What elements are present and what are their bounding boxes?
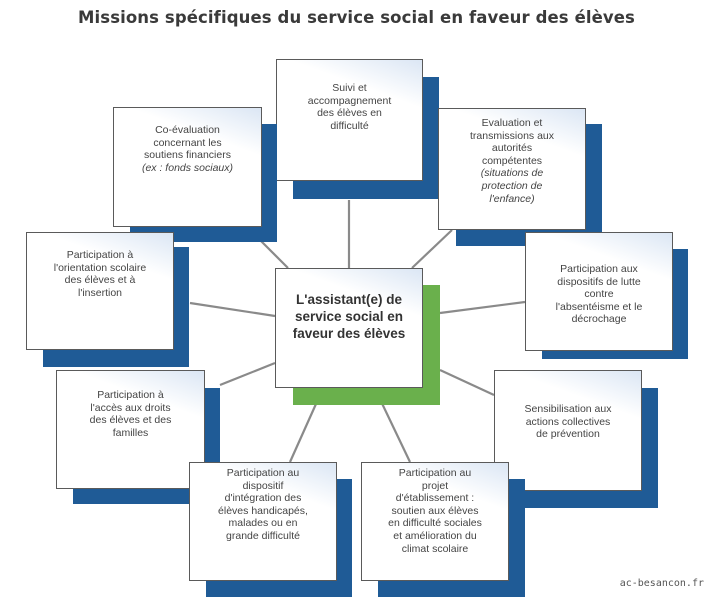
mission-text-italic: l'enfance) xyxy=(489,192,535,205)
mission-text: d'intégration des xyxy=(224,492,302,505)
mission-text: Participation à xyxy=(97,389,164,401)
mission-text: Co-évaluation xyxy=(155,124,220,136)
connector-evaluation xyxy=(411,229,453,269)
diagram-title: Missions spécifiques du service social e… xyxy=(78,8,635,27)
mission-text: et amélioration du xyxy=(393,529,477,542)
mission-box-evaluation: Evaluation et transmissions aux autorité… xyxy=(438,108,586,230)
mission-text: dispositifs de lutte xyxy=(557,275,641,288)
mission-text: Sensibilisation aux xyxy=(524,403,612,415)
mission-text: soutien aux élèves xyxy=(391,504,479,517)
mission-text: transmissions aux xyxy=(469,129,555,142)
mission-box-sensibilisation: Sensibilisation aux actions collectives … xyxy=(494,370,642,491)
mission-text: l'orientation scolaire xyxy=(53,261,147,274)
mission-text: d'établissement : xyxy=(395,492,475,505)
source-credit: ac-besancon.fr xyxy=(619,578,704,589)
mission-text: de prévention xyxy=(536,428,600,441)
center-text: service social en xyxy=(294,309,404,324)
mission-text: élèves handicapés, xyxy=(218,504,308,517)
mission-text: climat scolaire xyxy=(401,542,469,555)
mission-text: difficulté xyxy=(330,119,369,132)
mission-text: Participation au xyxy=(226,467,300,479)
mission-text: dispositif xyxy=(242,479,284,492)
mission-box-projet: Participation au projet d'établissement … xyxy=(361,462,509,581)
connector-projet xyxy=(377,394,411,463)
mission-text: Suivi et xyxy=(332,82,367,94)
center-text: L'assistant(e) de xyxy=(296,292,402,307)
mission-text: soutiens financiers xyxy=(144,149,231,162)
mission-text: des élèves en xyxy=(317,107,382,120)
connector-orientation xyxy=(189,301,276,318)
mission-text: Participation au xyxy=(398,467,472,479)
mission-text: contre xyxy=(584,288,614,301)
mission-text: grande difficulté xyxy=(226,529,300,542)
mission-text: familles xyxy=(112,426,149,439)
mission-text: projet xyxy=(421,479,449,492)
mission-text: en difficulté sociales xyxy=(388,517,482,530)
mission-box-suivi: Suivi et accompagnement des élèves en di… xyxy=(276,59,423,181)
mission-text-italic: protection de xyxy=(481,179,543,192)
connector-acces-droits xyxy=(219,361,276,387)
mission-text: malades ou en xyxy=(228,517,298,530)
mission-box-absenteisme: Participation aux dispositifs de lutte c… xyxy=(525,232,673,351)
mission-text: l'absentéisme et le xyxy=(555,300,643,313)
mission-box-co-evaluation: Co-évaluation concernant les soutiens fi… xyxy=(113,107,262,227)
mission-text: compétentes xyxy=(481,154,543,167)
mission-text: autorités xyxy=(491,142,533,155)
mission-text: des élèves et à xyxy=(64,274,136,287)
mission-text: Participation à xyxy=(66,249,134,261)
mission-text: concernant les xyxy=(153,136,222,149)
mission-text: accompagnement xyxy=(307,94,392,107)
mission-box-orientation: Participation à l'orientation scolaire d… xyxy=(26,232,174,350)
mission-text: décrochage xyxy=(571,313,627,326)
mission-text: Participation aux xyxy=(560,263,638,275)
mission-box-integration: Participation au dispositif d'intégratio… xyxy=(189,462,337,581)
mission-box-acces-droits: Participation à l'accès aux droits des é… xyxy=(56,370,205,489)
connector-integration xyxy=(288,394,322,463)
mission-text-italic: (situations de xyxy=(480,167,544,180)
connector-sensibilisation xyxy=(439,369,495,396)
connector-absenteisme xyxy=(439,300,526,315)
mission-text-italic: (ex : fonds sociaux) xyxy=(141,161,234,174)
mission-text: des élèves et des xyxy=(89,414,172,427)
mission-text: Evaluation et xyxy=(481,117,543,129)
center-box: L'assistant(e) de service social en fave… xyxy=(275,268,423,388)
mission-text: l'insertion xyxy=(77,286,123,299)
mission-text: l'accès aux droits xyxy=(90,401,171,414)
mission-text: actions collectives xyxy=(525,415,611,428)
center-text: faveur des élèves xyxy=(292,326,406,341)
